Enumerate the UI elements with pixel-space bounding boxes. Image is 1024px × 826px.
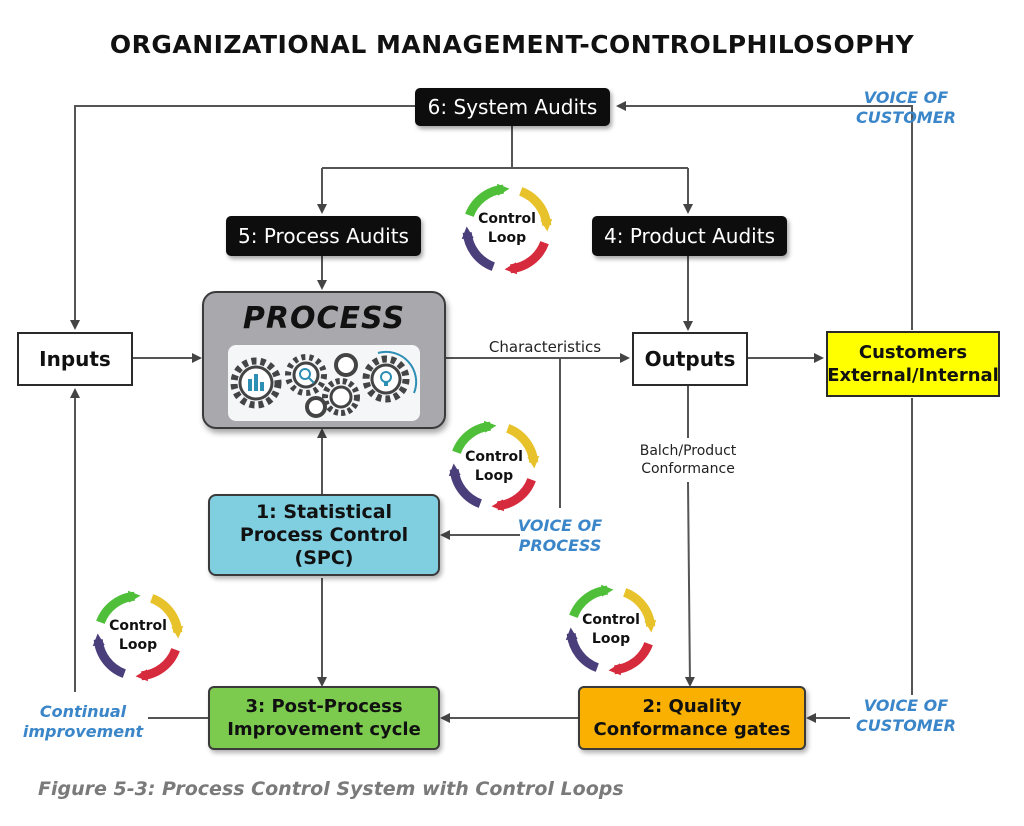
control-loop-text: Control bbox=[465, 449, 523, 465]
batch-conformance-line1: Balch/Product bbox=[639, 443, 737, 459]
continual-improvement-line1: Continual bbox=[39, 702, 127, 721]
control-loop-arc-3 bbox=[491, 477, 536, 512]
control-loop-arc-4 bbox=[92, 633, 127, 678]
control-loop-arc-1 bbox=[569, 584, 614, 619]
connector-conformance-to-quality bbox=[684, 481, 695, 687]
control-loop-text: Loop bbox=[474, 468, 514, 484]
control-loop-top-icon bbox=[461, 183, 553, 275]
voice-of-process: VOICE OF PROCESS bbox=[508, 516, 612, 556]
customers-box: Customers External/Internal bbox=[826, 331, 1000, 397]
control-loop-text: Loop bbox=[487, 230, 527, 246]
outputs-box: Outputs bbox=[632, 332, 748, 386]
control-loop-arc-3 bbox=[135, 647, 180, 682]
control-loop-left-icon bbox=[92, 590, 184, 682]
control-loop-text: Loop bbox=[591, 631, 631, 647]
connector-system-to-inputs bbox=[70, 105, 415, 330]
voice-of-process-line2: PROCESS bbox=[518, 536, 602, 555]
process-gears-panel bbox=[228, 345, 420, 421]
control-loop-label-middle: Control Loop bbox=[449, 448, 539, 486]
control-loop-arc-2 bbox=[505, 424, 540, 469]
control-loop-arc-1 bbox=[452, 420, 497, 455]
voice-of-customer-bottom-line2: CUSTOMER bbox=[856, 716, 956, 735]
batch-conformance-line2: Conformance bbox=[641, 461, 735, 477]
page-title: ORGANIZATIONAL MANAGEMENT-CONTROLPHILOSO… bbox=[109, 30, 915, 59]
figure-caption: Figure 5-3: Process Control System with … bbox=[38, 778, 624, 800]
product-audits-label: 4: Product Audits bbox=[604, 224, 775, 248]
voice-of-customer-bottom-line1: VOICE OF bbox=[863, 696, 949, 715]
quality-gates-box: 2: Quality Conformance gates bbox=[578, 686, 806, 750]
gear-icon bbox=[334, 353, 358, 377]
spc-label-line3: (SPC) bbox=[294, 546, 354, 569]
control-loop-label-top: Control Loop bbox=[462, 210, 552, 248]
gear-icon bbox=[230, 357, 282, 409]
control-loop-text: Control bbox=[478, 211, 536, 227]
voice-of-process-line1: VOICE OF bbox=[517, 516, 603, 535]
process-box: PROCESS bbox=[202, 291, 446, 429]
continual-improvement-line2: improvement bbox=[22, 722, 144, 741]
post-process-label-line1: 3: Post-Process bbox=[245, 696, 403, 717]
process-audits-label: 5: Process Audits bbox=[238, 224, 409, 248]
post-process-box: 3: Post-Process Improvement cycle bbox=[208, 686, 440, 750]
control-loop-right-icon bbox=[565, 584, 657, 676]
control-loop-arc-2 bbox=[149, 594, 184, 639]
control-loop-label-left: Control Loop bbox=[93, 617, 183, 655]
control-loop-arc-4 bbox=[448, 463, 483, 508]
spc-box: 1: Statistical Process Control (SPC) bbox=[208, 494, 440, 576]
cycle-arrows-icon bbox=[377, 350, 418, 394]
gear-icon bbox=[285, 354, 327, 396]
continual-improvement: Continual improvement bbox=[16, 702, 150, 742]
control-loop-arc-2 bbox=[622, 588, 657, 633]
customers-label-line1: Customers bbox=[858, 342, 968, 363]
control-loop-arc-4 bbox=[461, 226, 496, 271]
connector-customer-to-system bbox=[616, 101, 913, 330]
inputs-box: Inputs bbox=[17, 332, 133, 386]
control-loop-label-right: Control Loop bbox=[566, 611, 656, 649]
product-audits-box: 4: Product Audits bbox=[592, 216, 787, 256]
system-audits-label: 6: System Audits bbox=[427, 95, 598, 119]
outputs-label: Outputs bbox=[644, 347, 736, 371]
lightbulb-icon bbox=[362, 355, 410, 403]
customers-label-line2: External/Internal bbox=[827, 365, 999, 386]
voice-of-customer-top-line2: CUSTOMER bbox=[856, 108, 956, 127]
inputs-label: Inputs bbox=[39, 347, 111, 371]
control-loop-arc-3 bbox=[608, 641, 653, 676]
control-loop-middle-icon bbox=[448, 420, 540, 512]
quality-gates-label-line2: Conformance gates bbox=[593, 719, 791, 740]
quality-gates-label-line1: 2: Quality bbox=[642, 696, 742, 717]
process-audits-box: 5: Process Audits bbox=[226, 216, 421, 256]
spc-label-line2: Process Control bbox=[239, 523, 409, 546]
control-loop-arc-1 bbox=[96, 590, 141, 625]
voice-of-customer-top-line1: VOICE OF bbox=[863, 88, 949, 107]
control-loop-text: Control bbox=[109, 618, 167, 634]
control-loop-text: Loop bbox=[118, 637, 158, 653]
control-loop-arc-3 bbox=[504, 240, 549, 275]
characteristics-label: Characteristics bbox=[488, 338, 602, 356]
gear-icon bbox=[322, 378, 360, 416]
process-title: PROCESS bbox=[242, 301, 406, 336]
spc-label-line1: 1: Statistical bbox=[255, 500, 393, 523]
system-audits-box: 6: System Audits bbox=[415, 88, 610, 126]
post-process-label-line2: Improvement cycle bbox=[227, 719, 421, 740]
control-loop-arc-4 bbox=[565, 627, 600, 672]
voice-of-customer-top: VOICE OF CUSTOMER bbox=[846, 88, 966, 128]
batch-conformance-label: Balch/Product Conformance bbox=[624, 442, 752, 478]
gear-icon bbox=[305, 396, 327, 418]
control-loop-arc-1 bbox=[465, 183, 510, 218]
control-loop-text: Control bbox=[582, 612, 640, 628]
voice-of-customer-bottom: VOICE OF CUSTOMER bbox=[846, 696, 966, 736]
control-loop-arc-2 bbox=[518, 187, 553, 232]
